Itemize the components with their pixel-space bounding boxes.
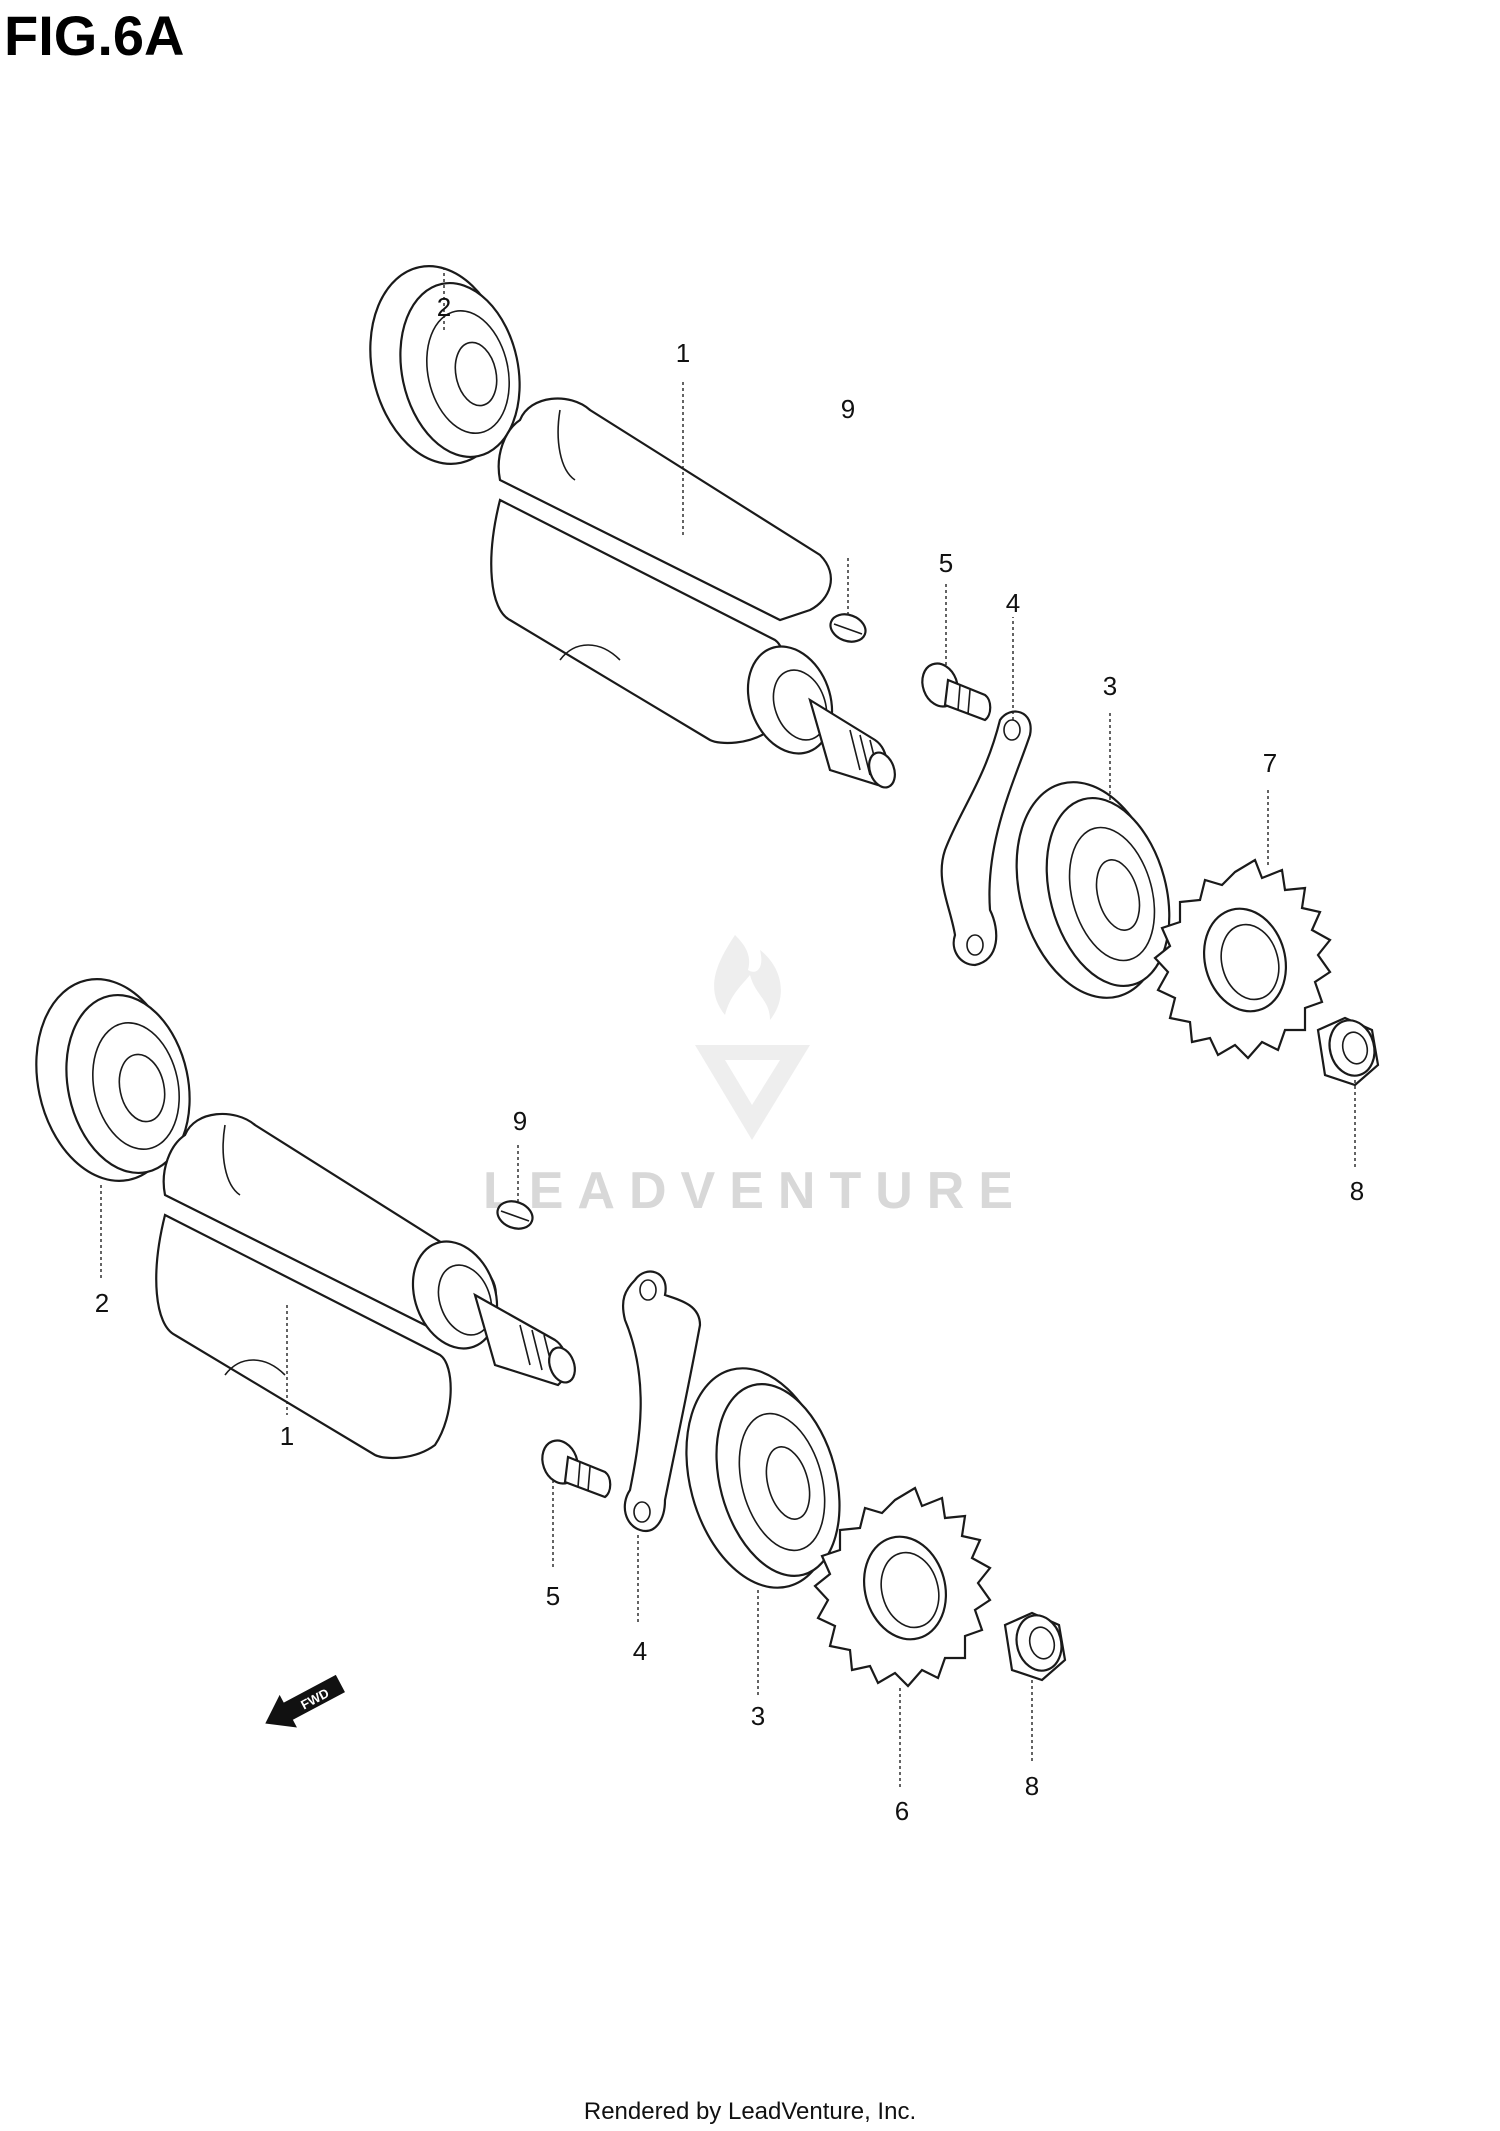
upper-gear: [1153, 858, 1332, 1060]
lower-gear: [813, 1486, 992, 1688]
upper-callout-gear: 7: [1263, 748, 1277, 778]
watermark-text: LEADVENTURE: [483, 1162, 1027, 1220]
lower-bearing-right: [685, 1367, 841, 1589]
leader-lines: [100, 268, 1356, 1790]
upper-bearing-right: [1015, 781, 1171, 999]
lower-callout-bolt: 5: [546, 1581, 560, 1611]
figure-title: FIG.6A: [4, 4, 185, 67]
upper-callout-nut: 8: [1350, 1176, 1364, 1206]
upper-nut: [1316, 1016, 1380, 1087]
upper-callout-key: 9: [841, 394, 855, 424]
upper-callout-retainer: 4: [1006, 588, 1020, 618]
lower-assembly: [35, 978, 1067, 1688]
fwd-arrow: FWD: [265, 1674, 345, 1728]
lower-callout-nut: 8: [1025, 1771, 1039, 1801]
lower-callout-bearing-left: 2: [95, 1288, 109, 1318]
watermark-logo-icon: [695, 935, 810, 1140]
upper-bolt: [921, 662, 992, 722]
lower-bolt: [541, 1439, 612, 1499]
callout-labels: 2 1 9 5 4 3 7 8 2 1 9 5 4 3 6 8: [95, 292, 1364, 1826]
upper-bearing-left: [369, 265, 521, 465]
lower-callout-shaft: 1: [280, 1421, 294, 1451]
fwd-arrow-icon: [265, 1674, 345, 1728]
lower-callout-key: 9: [513, 1106, 527, 1136]
lower-bearing-left: [35, 978, 191, 1182]
lower-key: [496, 1200, 534, 1230]
upper-shaft: [490, 397, 896, 789]
lower-callout-retainer: 4: [633, 1636, 647, 1666]
lower-callout-gear: 6: [895, 1796, 909, 1826]
watermark: LEADVENTURE: [483, 935, 1027, 1220]
upper-callout-bearing-left: 2: [437, 292, 451, 322]
footer-credit: Rendered by LeadVenture, Inc.: [583, 2098, 917, 2125]
lower-callout-bearing-right: 3: [751, 1701, 765, 1731]
lower-nut: [1003, 1611, 1067, 1682]
upper-callout-shaft: 1: [676, 338, 690, 368]
upper-key: [829, 613, 867, 643]
lower-shaft: [155, 1112, 576, 1460]
lower-retainer: [621, 1270, 702, 1533]
upper-callout-bolt: 5: [939, 548, 953, 578]
upper-callout-bearing-right: 3: [1103, 671, 1117, 701]
upper-retainer: [940, 710, 1032, 967]
upper-assembly: [369, 265, 1380, 1087]
fwd-label: FWD: [298, 1685, 331, 1712]
